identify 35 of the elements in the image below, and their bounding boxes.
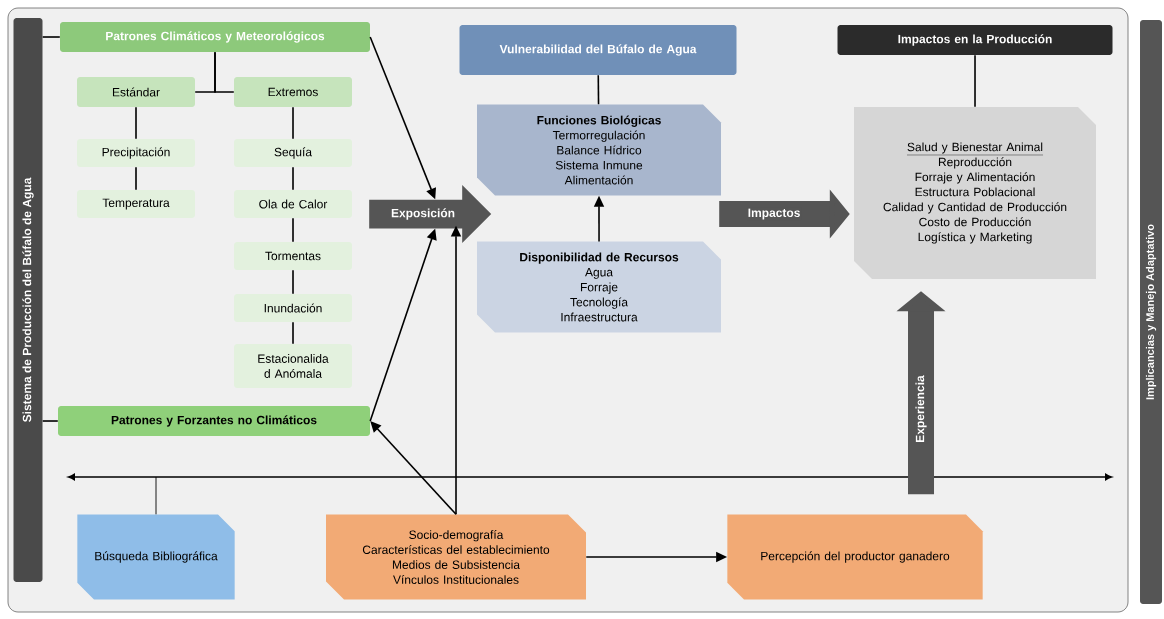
- item-box: Precipitación: [77, 139, 195, 167]
- process-box: Búsqueda Bibliográfica: [77, 514, 235, 600]
- process-box: Percepción del productor ganadero: [727, 514, 983, 600]
- connector-line: [974, 54, 976, 108]
- category-box: Extremos: [234, 77, 352, 107]
- connector-line: [41, 420, 59, 422]
- connector-line: [292, 269, 294, 295]
- category-box: Patrones Climáticos y Meteorológicos: [60, 22, 370, 52]
- item-box: Temperatura: [77, 190, 195, 218]
- arrow: [370, 421, 457, 516]
- item-box: Tormentas: [234, 242, 352, 270]
- side-bar: Implicancias y Manejo Adaptativo: [1140, 20, 1162, 604]
- header-box: Impactos en la Producción: [837, 25, 1113, 55]
- connector-line: [135, 166, 137, 191]
- category-box: Estándar: [77, 77, 195, 107]
- connector-line: [597, 74, 600, 106]
- header-box: Vulnerabilidad del Búfalo de Agua: [459, 25, 737, 75]
- connector-line: [292, 217, 294, 243]
- connector-line: [214, 51, 235, 93]
- item-box: Ola de Calor: [234, 190, 352, 218]
- item-box: Sequía: [234, 139, 352, 167]
- connector-line: [292, 106, 294, 140]
- connector-line: [292, 166, 294, 191]
- list-box: Salud y Bienestar Animal Reproducción Forraje y Alimentación Estructura Poblacional Calidad y Cantidad de Producción Costo de Producción Logística y Marketing: [854, 107, 1096, 279]
- category-box: Patrones y Forzantes no Climáticos: [58, 406, 370, 436]
- item-box: Inundación: [234, 294, 352, 322]
- connector-line: [41, 36, 61, 38]
- connector-line: [292, 321, 294, 345]
- process-box: Socio-demografía Características del establecimiento Medios de Subsistencia Vínculos Institucionales: [326, 514, 586, 600]
- list-box: Funciones Biológicas Termorregulación Balance Hídrico Sistema Inmune Alimentación: [477, 104, 721, 196]
- connector-line: [135, 106, 137, 140]
- edge-label: Experiencia: [914, 374, 928, 444]
- side-bar: Sistema de Producción del Búfalo de Agua: [13, 18, 43, 582]
- item-box: Estacionalida d Anómala: [234, 344, 352, 388]
- list-box: Disponibilidad de Recursos Agua Forraje Tecnología Infraestructura: [477, 241, 721, 333]
